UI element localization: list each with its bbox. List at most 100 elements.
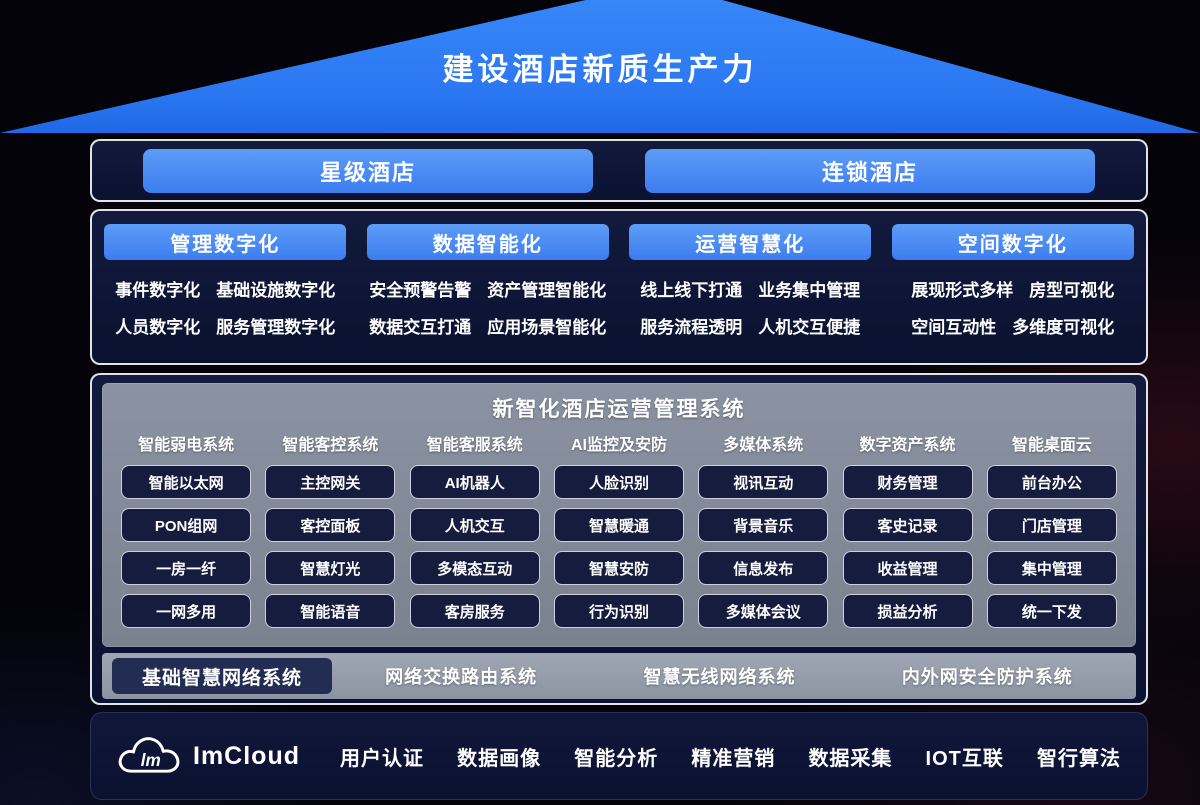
- feature-text: 服务管理数字化: [216, 318, 336, 337]
- feature-row: 数据交互打通 应用场景智能化: [369, 313, 606, 338]
- column-header: 数字资产系统: [859, 437, 956, 454]
- category-title: 空间数字化: [891, 224, 1134, 260]
- feature-row: 服务流程透明 人机交互便捷: [640, 313, 860, 338]
- system-item: 收益管理: [842, 551, 973, 585]
- category-title: 数据智能化: [366, 224, 609, 260]
- feature-text: 人员数字化: [115, 318, 201, 337]
- system-columns: 智能弱电系统 智能以太网 PON组网 一房一纤 一网多用 智能客控系统 主控网关…: [102, 423, 1136, 637]
- logo-text: ImCloud: [193, 741, 300, 770]
- system-item: 视讯互动: [698, 465, 829, 499]
- network-bar: 基础智慧网络系统 网络交换路由系统 智慧无线网络系统 内外网安全防护系统: [102, 653, 1136, 699]
- system-item: 客房服务: [409, 594, 540, 628]
- hotel-type-chain: 连锁酒店: [645, 148, 1095, 193]
- column-header: 智能桌面云: [1011, 437, 1092, 454]
- column-header: AI监控及安防: [570, 437, 667, 454]
- network-item: 智慧无线网络系统: [643, 667, 796, 687]
- feature-text: 事件数字化: [115, 281, 201, 300]
- system-column-multimedia: 多媒体系统 视讯互动 背景音乐 信息发布 多媒体会议: [695, 431, 831, 637]
- system-item: 一网多用: [121, 594, 252, 628]
- category-management: 管理数字化 事件数字化 基础设施数字化 人员数字化 服务管理数字化: [104, 224, 347, 355]
- system-item: 前台办公: [986, 465, 1117, 499]
- system-item: PON组网: [121, 508, 252, 542]
- category-data: 数据智能化 安全预警告警 资产管理智能化 数据交互打通 应用场景智能化: [366, 224, 610, 355]
- column-header: 智能客服系统: [426, 437, 523, 454]
- system-item: 主控网关: [265, 465, 396, 499]
- feature-text: 基础设施数字化: [216, 281, 336, 300]
- feature-text: 安全预警告警: [369, 281, 472, 300]
- feature-text: 服务流程透明: [640, 318, 743, 337]
- system-item: 智能以太网: [121, 465, 252, 499]
- system-item: AI机器人: [409, 465, 540, 499]
- feature-row: 安全预警告警 资产管理智能化: [369, 276, 606, 301]
- system-title: 新智化酒店运营管理系统: [492, 398, 746, 421]
- column-header: 多媒体系统: [723, 437, 804, 454]
- system-item: 智慧灯光: [265, 551, 396, 585]
- system-item: 背景音乐: [698, 508, 829, 542]
- imcloud-logo: lm ImCloud: [117, 734, 300, 778]
- feature-row: 人员数字化 服务管理数字化: [115, 313, 335, 338]
- feature-text: 房型可视化: [1029, 281, 1115, 300]
- system-column-guest-service: 智能客服系统 AI机器人 人机交互 多模态互动 客房服务: [407, 431, 543, 637]
- system-item: 智慧安防: [553, 551, 684, 585]
- hotel-type-star: 星级酒店: [143, 148, 593, 193]
- system-item: 统一下发: [986, 594, 1117, 628]
- system-item: 智慧暖通: [553, 508, 684, 542]
- footer-item: 智能分析: [574, 747, 659, 770]
- system-item: 信息发布: [698, 551, 829, 585]
- feature-text: 应用场景智能化: [487, 318, 607, 337]
- system-column-digital-assets: 数字资产系统 财务管理 客史记录 收益管理 损益分析: [839, 431, 975, 637]
- feature-row: 线上线下打通 业务集中管理: [640, 276, 860, 301]
- category-title: 管理数字化: [104, 224, 347, 260]
- system-item: 多模态互动: [409, 551, 540, 585]
- feature-row: 展现形式多样 房型可视化: [911, 276, 1114, 301]
- footer-item: 精准营销: [691, 747, 776, 770]
- network-item: 网络交换路由系统: [385, 667, 538, 687]
- system-item: 损益分析: [842, 594, 973, 628]
- system-inner-panel: 新智化酒店运营管理系统 智能弱电系统 智能以太网 PON组网 一房一纤 一网多用…: [102, 383, 1136, 647]
- system-column-room-control: 智能客控系统 主控网关 客控面板 智慧灯光 智能语音: [262, 431, 398, 637]
- feature-text: 线上线下打通: [640, 281, 743, 300]
- system-item: 多媒体会议: [698, 594, 829, 628]
- system-item: 财务管理: [842, 465, 973, 499]
- system-item: 客控面板: [265, 508, 396, 542]
- feature-row: 空间互动性 多维度可视化: [911, 313, 1114, 338]
- category-space: 空间数字化 展现形式多样 房型可视化 空间互动性 多维度可视化: [891, 224, 1135, 355]
- cloud-glyph: lm: [141, 750, 161, 770]
- feature-text: 数据交互打通: [369, 318, 472, 337]
- system-item: 门店管理: [986, 508, 1117, 542]
- footer-item: 数据画像: [457, 747, 542, 770]
- feature-row: 事件数字化 基础设施数字化: [115, 276, 335, 301]
- system-item: 智能语音: [265, 594, 396, 628]
- cloud-icon: lm: [118, 737, 180, 773]
- system-item: 人机交互: [409, 508, 540, 542]
- page-title: 建设酒店新质生产力: [442, 52, 758, 87]
- footer-item: IOT互联: [925, 747, 1004, 770]
- category-operations: 运营智慧化 线上线下打通 业务集中管理 服务流程透明 人机交互便捷: [629, 224, 872, 355]
- footer-item: 数据采集: [808, 747, 893, 770]
- column-header: 智能客控系统: [282, 437, 379, 454]
- footer-panel: lm ImCloud 用户认证 数据画像 智能分析 精准营销 数据采集 IOT互…: [90, 712, 1148, 800]
- system-column-weak-current: 智能弱电系统 智能以太网 PON组网 一房一纤 一网多用: [118, 431, 254, 637]
- network-bar-title: 基础智慧网络系统: [112, 658, 332, 694]
- feature-text: 多维度可视化: [1012, 318, 1115, 337]
- footer-item: 智行算法: [1037, 747, 1121, 770]
- categories-panel: 管理数字化 事件数字化 基础设施数字化 人员数字化 服务管理数字化 数据智能化 …: [90, 209, 1148, 365]
- feature-text: 业务集中管理: [758, 281, 861, 300]
- feature-text: 展现形式多样: [911, 281, 1014, 300]
- system-column-desktop-cloud: 智能桌面云 前台办公 门店管理 集中管理 统一下发: [984, 431, 1120, 637]
- system-panel: 新智化酒店运营管理系统 智能弱电系统 智能以太网 PON组网 一房一纤 一网多用…: [90, 373, 1148, 705]
- footer-item: 用户认证: [340, 747, 424, 770]
- column-header: 智能弱电系统: [138, 437, 235, 454]
- feature-text: 资产管理智能化: [487, 281, 607, 300]
- footer-items: 用户认证 数据画像 智能分析 精准营销 数据采集 IOT互联 智行算法: [340, 742, 1121, 771]
- hotel-types-panel: 星级酒店 连锁酒店: [90, 139, 1148, 202]
- feature-text: 空间互动性: [911, 318, 997, 337]
- feature-text: 人机交互便捷: [758, 318, 861, 337]
- system-item: 客史记录: [842, 508, 973, 542]
- system-column-ai-security: AI监控及安防 人脸识别 智慧暖通 智慧安防 行为识别: [551, 431, 687, 637]
- system-item: 人脸识别: [553, 465, 684, 499]
- system-item: 一房一纤: [121, 551, 252, 585]
- category-title: 运营智慧化: [629, 224, 872, 260]
- network-items: 网络交换路由系统 智慧无线网络系统 内外网安全防护系统: [332, 663, 1126, 689]
